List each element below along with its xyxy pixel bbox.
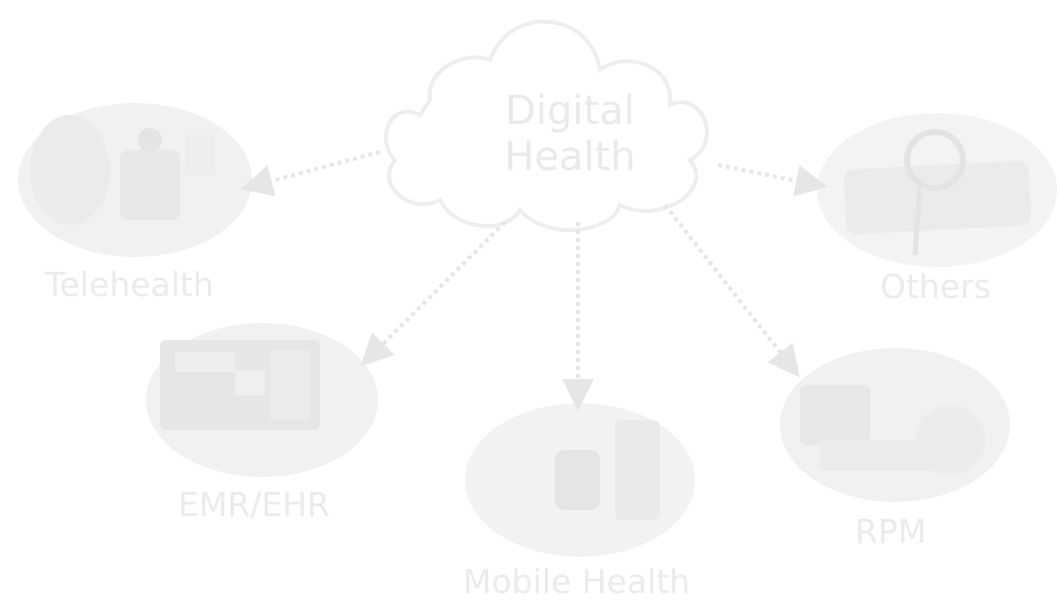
node-label-telehealth: Telehealth xyxy=(45,265,214,304)
telehealth-photo xyxy=(18,103,252,257)
node-label-mobile: Mobile Health xyxy=(463,562,691,601)
arrow-to-others xyxy=(717,163,828,197)
center-title-line1: Digital xyxy=(505,88,635,134)
mobile-photo xyxy=(465,403,695,557)
emr-photo xyxy=(146,323,378,477)
center-title: Digital Health xyxy=(460,88,680,180)
arrow-to-telehealth xyxy=(240,150,381,197)
center-title-line2: Health xyxy=(504,134,636,180)
node-label-emr: EMR/EHR xyxy=(178,485,330,524)
arrow-to-emr xyxy=(360,220,507,367)
cloud-icon xyxy=(384,19,710,232)
node-label-rpm: RPM xyxy=(855,512,927,551)
rpm-photo xyxy=(780,348,1010,502)
others-photo xyxy=(817,113,1057,267)
arrow-to-rpm xyxy=(663,203,800,378)
node-label-others: Others xyxy=(880,267,991,306)
